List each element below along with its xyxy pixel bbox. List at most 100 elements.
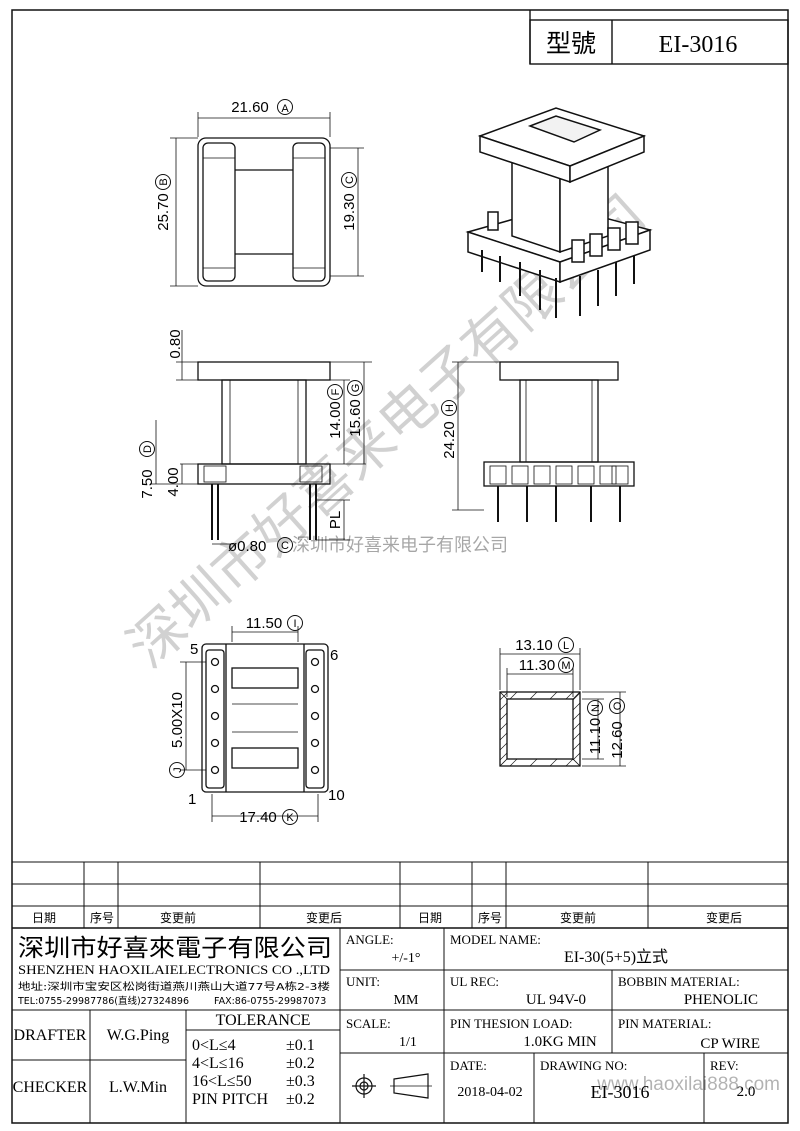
dim-d-tag-text: D bbox=[142, 445, 154, 453]
dim-h-value: 24.20 bbox=[441, 421, 458, 459]
model-label: 型號 bbox=[546, 29, 596, 58]
watermark-horizontal: 深圳市好喜来电子有限公司 bbox=[292, 535, 508, 556]
unit-label: UNIT: bbox=[346, 974, 380, 989]
dim-l-value: 13.10 bbox=[515, 637, 553, 654]
dim-g-tag bbox=[347, 380, 363, 396]
tolerance-value-2: ±0.3 bbox=[286, 1073, 315, 1090]
angle-value: +/-1° bbox=[391, 951, 420, 966]
ul-value: UL 94V-0 bbox=[526, 992, 586, 1008]
rev-header-seq-1: 序号 bbox=[90, 910, 114, 925]
tolerance-value-1: ±0.2 bbox=[286, 1055, 315, 1072]
tolerance-value-0: ±0.1 bbox=[286, 1037, 315, 1054]
dim-n-value: 11.10 bbox=[587, 718, 604, 754]
pin-mat-value: CP WIRE bbox=[700, 1036, 760, 1052]
dim-l-tag bbox=[558, 637, 574, 653]
dim-f-tag bbox=[327, 384, 343, 400]
company-tel: TEL:0755-29987786(直线)27324896 bbox=[17, 995, 189, 1007]
company-block: 深圳市好喜來電子有限公司 SHENZHEN HAOXILAIELECTRONIC… bbox=[17, 934, 332, 1007]
dim-d-value: 7.50 bbox=[139, 469, 156, 498]
rev-header-date-1: 日期 bbox=[32, 911, 56, 925]
site-url-watermark: www.haoxilai888.com bbox=[596, 1074, 780, 1095]
dim-c-value: 19.30 bbox=[341, 193, 358, 231]
dim-a-tag-text: A bbox=[281, 103, 289, 115]
dim-j-tag bbox=[169, 762, 185, 778]
dim-n-tag bbox=[587, 700, 603, 716]
company-name-cn: 深圳市好喜來電子有限公司 bbox=[18, 934, 332, 962]
rev-header-after-1: 变更后 bbox=[306, 910, 342, 925]
rev-header-seq-2: 序号 bbox=[478, 910, 502, 925]
signoff-block: DRAFTER W.G.Ping CHECKER L.W.Min bbox=[13, 1027, 170, 1096]
pin-load-value: 1.0KG MIN bbox=[523, 1034, 596, 1050]
section-view bbox=[499, 648, 626, 767]
dim-c-tag-text: C bbox=[344, 176, 356, 184]
dim-f-value: 14.00 bbox=[327, 401, 344, 439]
specs-block: ANGLE: +/-1° UNIT: MM SCALE: 1/1 MODEL N… bbox=[346, 932, 760, 1102]
unit-value: MM bbox=[394, 993, 419, 1008]
front-view-labels: 24.20 H bbox=[441, 400, 458, 459]
dim-h-tag bbox=[441, 400, 457, 416]
dim-i-tag-text: I bbox=[293, 618, 296, 630]
top-view-labels: 21.60 A 25.70 B 19.30 C bbox=[155, 99, 358, 231]
rev-value: 2.0 bbox=[737, 1084, 756, 1100]
side-view-labels: 0.80 14.00 F 15.60 G 7.50 D 4.00 PL ø0.8… bbox=[139, 329, 364, 555]
sheet-border bbox=[11, 9, 789, 1124]
dim-h-tag-text: H bbox=[444, 404, 456, 412]
rev-label: REV: bbox=[710, 1058, 739, 1073]
rev-header-before-1: 变更前 bbox=[160, 910, 196, 925]
dim-b-value: 25.70 bbox=[155, 193, 172, 231]
dim-g-value: 15.60 bbox=[347, 399, 364, 437]
dim-o-tag-text: O bbox=[612, 701, 624, 710]
dim-o-tag bbox=[609, 698, 625, 714]
section-view-labels: 13.10 L 11.30 M 11.10 N 12.60 O bbox=[515, 637, 626, 759]
dim-j-value: 5.00X10 bbox=[169, 692, 186, 748]
checker-name: L.W.Min bbox=[109, 1079, 167, 1096]
dim-b-tag-text: B bbox=[158, 178, 170, 185]
dim-top-gap: 0.80 bbox=[167, 329, 184, 358]
dim-o-value: 12.60 bbox=[609, 721, 626, 759]
dim-i-tag bbox=[287, 615, 303, 631]
rev-header-date-2: 日期 bbox=[418, 911, 442, 925]
pin-label-6: 6 bbox=[330, 647, 338, 664]
checker-label: CHECKER bbox=[13, 1079, 88, 1096]
dim-pin-dia-tag-text: C bbox=[281, 540, 289, 552]
ul-label: UL REC: bbox=[450, 974, 499, 989]
tolerance-range-0: 0<L≤4 bbox=[192, 1037, 236, 1054]
dim-a-tag bbox=[277, 99, 293, 115]
bobbin-label: BOBBIN MATERIAL: bbox=[618, 974, 740, 989]
side-view bbox=[150, 330, 372, 545]
dim-pin-dia: ø0.80 bbox=[228, 538, 266, 555]
tolerance-range-1: 4<L≤16 bbox=[192, 1055, 244, 1072]
dim-k-tag-text: K bbox=[286, 812, 294, 824]
drafter-label: DRAFTER bbox=[14, 1027, 87, 1044]
date-label: DATE: bbox=[450, 1058, 487, 1073]
dim-f-tag-text: F bbox=[330, 388, 342, 395]
dim-n-tag-text: N bbox=[590, 704, 602, 712]
pin-load-label: PIN THESION LOAD: bbox=[450, 1016, 573, 1031]
pin-label-10: 10 bbox=[328, 787, 345, 804]
model-name-value: EI-30(5+5)立式 bbox=[564, 948, 668, 966]
dim-j-tag-text: J bbox=[172, 767, 184, 773]
dim-b-tag bbox=[155, 174, 171, 190]
dim-d-tag bbox=[139, 441, 155, 457]
projection-symbol-icon bbox=[352, 1073, 432, 1099]
dim-g-tag-text: G bbox=[350, 384, 362, 393]
date-value: 2018-04-02 bbox=[457, 1085, 522, 1100]
pin-mat-label: PIN MATERIAL: bbox=[618, 1016, 712, 1031]
dim-pl: PL bbox=[327, 511, 344, 529]
dim-m-tag-text: M bbox=[561, 660, 570, 672]
pin-label-1: 1 bbox=[188, 791, 196, 808]
model-box: 型號 EI-3016 bbox=[529, 10, 789, 65]
scale-value: 1/1 bbox=[399, 1035, 417, 1050]
tolerance-range-2: 16<L≤50 bbox=[192, 1073, 252, 1090]
bottom-view bbox=[180, 626, 329, 822]
drafter-name: W.G.Ping bbox=[107, 1027, 170, 1044]
dim-k-value: 17.40 bbox=[239, 809, 277, 826]
dim-c-tag bbox=[341, 172, 357, 188]
model-name-label: MODEL NAME: bbox=[450, 932, 541, 947]
tolerance-title: TOLERANCE bbox=[216, 1012, 311, 1029]
company-name-en: SHENZHEN HAOXILAIELECTRONICS CO .,LTD bbox=[18, 962, 330, 977]
pin-label-5: 5 bbox=[190, 641, 198, 658]
isometric-view bbox=[465, 107, 653, 318]
company-fax: FAX:86-0755-29987073 bbox=[214, 996, 326, 1007]
dim-m-tag bbox=[558, 657, 574, 673]
